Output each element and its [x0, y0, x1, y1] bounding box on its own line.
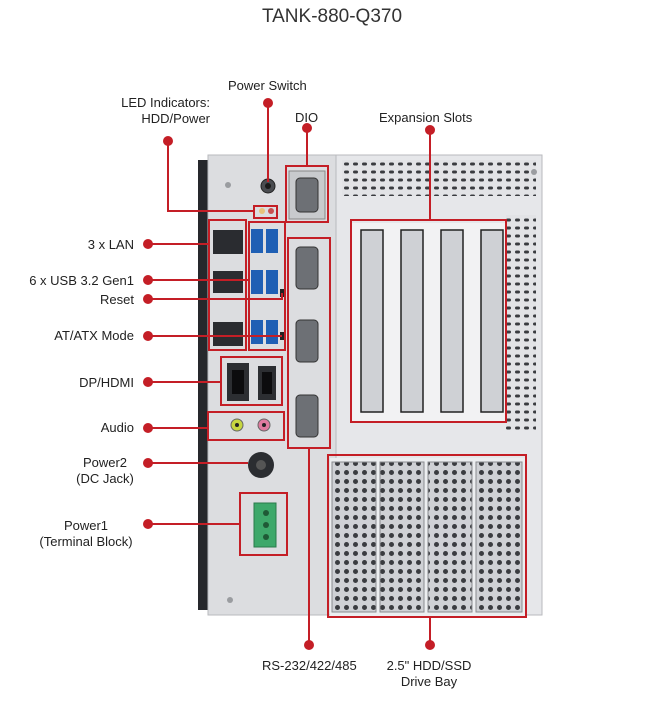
dot-icon	[163, 136, 173, 146]
label-power2-line1: Power2	[82, 455, 128, 470]
expansion-slots	[352, 215, 536, 430]
dot-icon	[143, 519, 153, 529]
label-usb: 6 x USB 3.2 Gen1	[29, 273, 134, 288]
drive-bays	[330, 458, 526, 616]
dot-icon	[304, 640, 314, 650]
label-audio: Audio	[100, 420, 134, 435]
top-vent	[342, 160, 536, 196]
dot-icon	[143, 294, 153, 304]
dc-jack	[248, 452, 274, 478]
callout-boxes	[207, 165, 527, 618]
label-led-indicators: LED Indicators: HDD/Power	[90, 95, 210, 127]
screw-icon	[227, 597, 233, 603]
lan-port-1	[213, 230, 243, 254]
audio-jacks	[230, 418, 271, 432]
callout-dots	[143, 98, 435, 650]
label-power1-line1: Power1	[63, 518, 109, 533]
display-ports	[227, 363, 276, 401]
label-drive-bay: 2.5" HDD/SSD Drive Bay	[370, 658, 488, 690]
serial-ports	[295, 246, 319, 438]
label-drive-line2: Drive Bay	[400, 674, 458, 689]
label-lan: 3 x LAN	[87, 237, 134, 252]
label-power1: Power1 (Terminal Block)	[26, 518, 146, 550]
at-atx-switch[interactable]	[280, 332, 286, 340]
screw-icon	[531, 169, 537, 175]
label-at-atx: AT/ATX Mode	[54, 328, 134, 343]
power-switch-group	[259, 178, 276, 214]
screw-icon	[225, 182, 231, 188]
label-dio: DIO	[295, 110, 319, 125]
dot-icon	[143, 423, 153, 433]
label-serial: RS-232/422/485	[262, 658, 357, 673]
terminal-block	[253, 502, 277, 548]
dot-icon	[143, 275, 153, 285]
dio-port	[288, 170, 326, 220]
dot-icon	[143, 331, 153, 341]
usb-ports	[251, 229, 278, 344]
hdd-led-icon	[259, 208, 265, 214]
dot-icon	[425, 125, 435, 135]
power-led-icon	[268, 208, 274, 214]
lan-port-2	[213, 271, 243, 293]
dot-icon	[143, 377, 153, 387]
dot-icon	[425, 640, 435, 650]
callout-lines	[148, 103, 431, 645]
label-power2: Power2 (DC Jack)	[60, 455, 150, 487]
dot-icon	[302, 123, 312, 133]
dot-icon	[263, 98, 273, 108]
label-reset: Reset	[100, 292, 134, 307]
lan-ports	[213, 230, 243, 346]
label-led-line1: LED Indicators:	[121, 95, 210, 110]
label-drive-line1: 2.5" HDD/SSD	[386, 658, 472, 673]
power-button-center	[265, 183, 271, 189]
label-led-line2: HDD/Power	[141, 111, 210, 126]
label-expansion-slots: Expansion Slots	[379, 110, 473, 125]
dot-icon	[143, 239, 153, 249]
page-title: TANK-880-Q370	[261, 6, 403, 27]
dot-icon	[143, 458, 153, 468]
lan-port-3	[213, 322, 243, 346]
label-dp-hdmi: DP/HDMI	[79, 375, 134, 390]
label-power2-line2: (DC Jack)	[76, 471, 134, 486]
label-power-switch: Power Switch	[228, 78, 307, 93]
label-power1-line2: (Terminal Block)	[39, 534, 133, 549]
